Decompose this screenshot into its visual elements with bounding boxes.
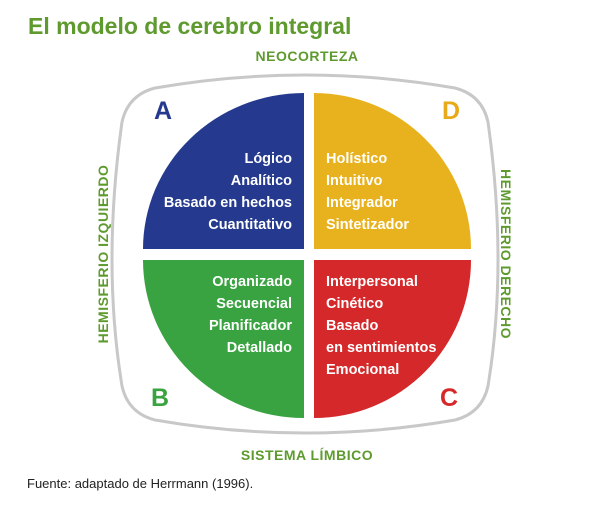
quadrant-d-item: Intuitivo xyxy=(326,173,383,189)
quadrant-a-item: Lógico xyxy=(244,151,292,167)
quadrant-c-letter: C xyxy=(440,384,458,412)
quadrant-d-letter: D xyxy=(442,97,460,125)
quadrant-c-item: Interpersonal xyxy=(326,274,418,290)
quadrant-a-item: Cuantitativo xyxy=(208,217,292,233)
outer-frame xyxy=(110,73,500,435)
axis-label-right: HEMISFERIO DERECHO xyxy=(498,169,514,339)
quadrant-c-item: Basado xyxy=(326,318,379,334)
quadrant-a-letter: A xyxy=(154,97,172,125)
page-title: El modelo de cerebro integral xyxy=(28,13,351,39)
axis-label-left: HEMISFERIO IZQUIERDO xyxy=(95,165,111,344)
quadrant-c-item: en sentimientos xyxy=(326,340,436,356)
quadrant-d xyxy=(314,93,471,249)
quadrant-b xyxy=(143,260,304,418)
quadrant-d-item: Sintetizador xyxy=(326,217,409,233)
quadrant-a-item: Basado en hechos xyxy=(164,195,292,211)
quadrant-b-letter: B xyxy=(151,384,169,412)
quadrant-c xyxy=(314,260,471,418)
quadrant-b-item: Detallado xyxy=(227,340,292,356)
source-note: Fuente: adaptado de Herrmann (1996). xyxy=(27,476,253,491)
quadrant-b-item: Secuencial xyxy=(216,296,292,312)
quadrant-a-item: Analítico xyxy=(231,173,292,189)
axis-label-top: NEOCORTEZA xyxy=(256,48,359,64)
quadrant-c-item: Emocional xyxy=(326,362,399,378)
axis-label-bottom: SISTEMA LÍMBICO xyxy=(241,447,373,463)
quadrant-d-item: Holístico xyxy=(326,151,387,167)
quadrant-b-item: Organizado xyxy=(212,274,292,290)
quadrant-c-item: Cinético xyxy=(326,296,383,312)
quadrant-b-item: Planificador xyxy=(209,318,292,334)
quadrant-a xyxy=(143,93,304,249)
quadrant-d-item: Integrador xyxy=(326,195,398,211)
